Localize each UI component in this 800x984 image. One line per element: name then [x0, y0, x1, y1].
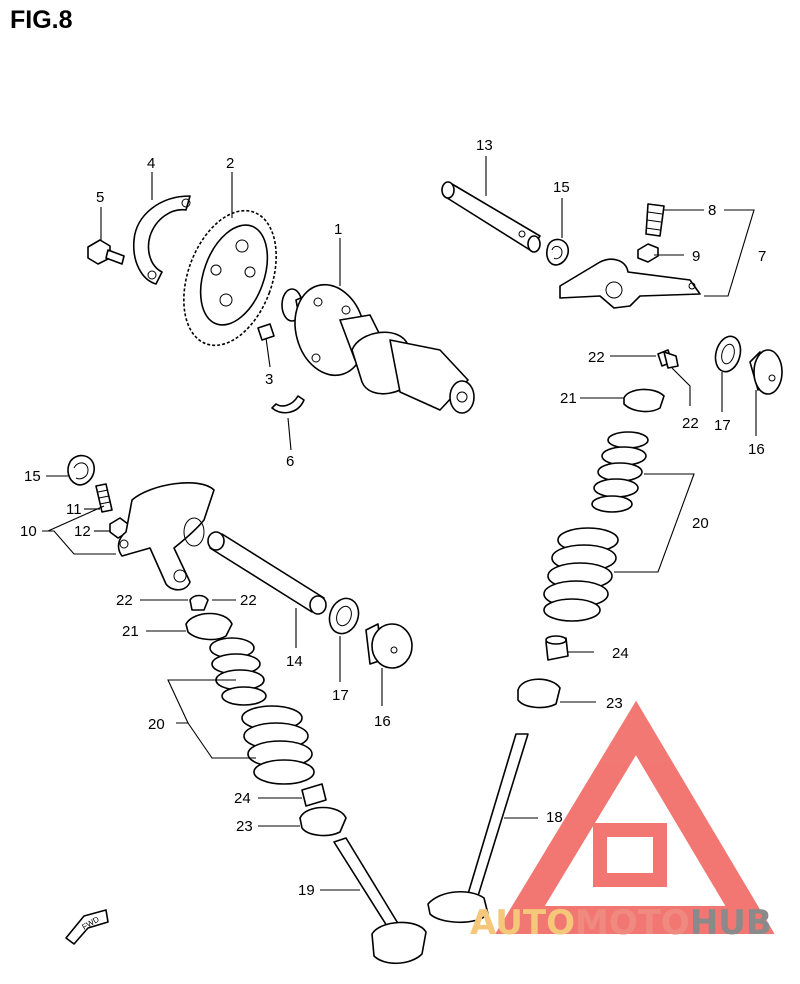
callout-21-lower: 21 [122, 623, 139, 640]
adjust-screw-part-8 [645, 203, 665, 237]
valve-spring-outer-part-20-right [543, 527, 619, 622]
rocker-shaft-part-14 [207, 531, 327, 615]
valve-spring-inner-part-20-left [209, 637, 267, 706]
callout-6: 6 [286, 453, 294, 470]
valve-part-19 [333, 837, 427, 965]
callout-22-lower-left: 22 [116, 592, 133, 609]
callout-14: 14 [286, 653, 303, 670]
callout-24-right: 24 [612, 645, 629, 662]
adjust-screw-part-11 [95, 483, 113, 513]
valve-keepers-part-22-upper [657, 349, 679, 369]
callout-21-upper: 21 [560, 390, 577, 407]
callout-3: 3 [265, 371, 273, 388]
watermark-auto: AUTO [470, 903, 575, 943]
callout-8: 8 [708, 202, 716, 219]
watermark-moto: MOTO [575, 903, 690, 943]
callout-18: 18 [546, 809, 563, 826]
o-ring-part-17-upper [714, 335, 742, 373]
callout-20-left: 20 [148, 716, 165, 733]
rocker-shaft-part-13 [441, 181, 541, 253]
camshaft-part-1 [281, 283, 475, 414]
spring-seat-part-23-right [517, 678, 561, 709]
callout-1: 1 [334, 221, 342, 238]
callout-16-upper: 16 [748, 441, 765, 458]
watermark-logo [495, 700, 775, 934]
callout-10: 10 [20, 523, 37, 540]
bolt-part-5 [87, 239, 125, 265]
valve-stem-seal-part-24-right [545, 635, 569, 661]
valve-spring-outer-part-20-left [241, 705, 315, 785]
o-ring-part-17-lower [328, 597, 360, 635]
forward-direction-arrow [65, 909, 109, 945]
callout-22-upper-right: 22 [682, 415, 699, 432]
callout-11: 11 [66, 501, 82, 518]
callout-17-upper: 17 [714, 417, 731, 434]
tappet-cap-part-16-lower [365, 623, 413, 669]
wave-washer-part-15-lower [67, 454, 95, 486]
callout-24-left: 24 [234, 790, 251, 807]
callout-22-upper-left: 22 [588, 349, 605, 366]
callout-9: 9 [692, 248, 700, 265]
watermark-text: AUTOMOTOHUB [470, 903, 772, 943]
callout-15-upper: 15 [553, 179, 570, 196]
callout-17-lower: 17 [332, 687, 349, 704]
callout-16-lower: 16 [374, 713, 391, 730]
spring-retainer-part-21-lower [185, 612, 233, 641]
callout-15-lower: 15 [24, 468, 41, 485]
callout-22-lower-right: 22 [240, 592, 257, 609]
callout-7: 7 [758, 248, 766, 265]
callout-2: 2 [226, 155, 234, 172]
callout-19: 19 [298, 882, 315, 899]
dowel-pin-part-3 [257, 323, 275, 341]
valve-keepers-part-22-lower [189, 594, 209, 611]
lock-nut-part-9 [637, 243, 659, 263]
sprocket-part-2 [183, 209, 277, 347]
callout-5: 5 [96, 189, 104, 206]
valve-spring-inner-part-20-right [591, 431, 649, 513]
valve-stem-seal-part-24-left [301, 783, 327, 807]
wave-washer-part-15-upper [546, 238, 570, 266]
callout-20-right: 20 [692, 515, 709, 532]
callout-23-left: 23 [236, 818, 253, 835]
callout-4: 4 [147, 155, 155, 172]
tappet-cap-part-16-upper [749, 349, 783, 395]
leader-lines [42, 156, 757, 891]
rocker-arm-part-7 [559, 258, 701, 309]
callout-23-right: 23 [606, 695, 623, 712]
valve-part-18 [427, 733, 529, 924]
callout-12: 12 [74, 523, 91, 540]
callout-13: 13 [476, 137, 493, 154]
rocker-arm-part-10 [117, 482, 215, 591]
figure-title: FIG.8 [10, 6, 73, 34]
watermark-hub: HUB [690, 903, 772, 943]
retainer-plate-part-4 [132, 195, 191, 285]
spring-seat-part-23-left [299, 806, 347, 837]
spring-retainer-part-21-upper [623, 388, 665, 413]
clip-part-6 [271, 395, 305, 414]
